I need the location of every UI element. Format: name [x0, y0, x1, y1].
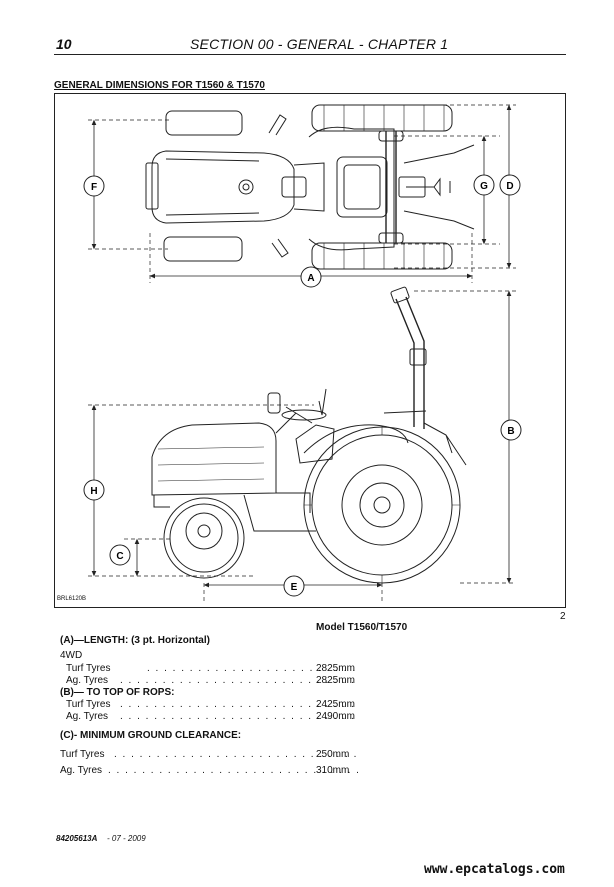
length-title: (A)—LENGTH: (3 pt. Horizontal) — [60, 635, 210, 646]
dimension-label-b: B — [507, 426, 514, 437]
page-number: 10 — [56, 36, 72, 52]
dimension-callout-c: C — [109, 544, 131, 566]
dimension-label-g: G — [480, 181, 488, 192]
dimension-callout-f: F — [83, 175, 105, 197]
document-date: - 07 - 2009 — [107, 834, 146, 843]
spec-row-value: 2825mm — [316, 663, 355, 674]
spec-row-value: 2825mm — [316, 675, 355, 686]
tractor-side-view — [151, 286, 467, 584]
dimension-label-f: F — [91, 182, 97, 193]
dimension-callout-a: A — [300, 266, 322, 288]
spec-row-label: Ag. Tyres — [60, 765, 103, 776]
document-code: 84205613A — [56, 834, 98, 843]
leader-dots: . . . . . . . . . . . . . . . . . . . . … — [147, 663, 357, 674]
spec-row-value: 250mm — [316, 749, 350, 760]
model-header: Model T1560/T1570 — [316, 622, 408, 633]
section-title: SECTION 00 - GENERAL - CHAPTER 1 — [190, 36, 449, 52]
dimension-callout-e: E — [283, 575, 305, 597]
dimension-label-d: D — [506, 181, 513, 192]
tractor-top-view — [145, 104, 475, 270]
spec-row-value: 2490mm — [316, 711, 355, 722]
spec-row-label: Ag. Tyres — [66, 711, 109, 722]
figure-number: 2 — [560, 611, 566, 622]
dimension-callout-g: G — [473, 174, 495, 196]
rops-title: (B)— TO TOP OF ROPS: — [60, 687, 175, 698]
leader-dots: . . . . . . . . . . . . . . . . . . . . … — [120, 699, 356, 710]
length-subtitle: 4WD — [60, 650, 83, 661]
dimension-label-c: C — [116, 551, 123, 562]
dimension-label-a: A — [307, 273, 314, 284]
spec-row-label: Turf Tyres — [66, 699, 111, 710]
spec-row-value: 310mm — [316, 765, 350, 776]
spec-row-value: 2425mm — [316, 699, 355, 710]
dimension-callout-b: B — [500, 419, 522, 441]
header-rule — [54, 54, 566, 55]
leader-dots: . . . . . . . . . . . . . . . . . . . . … — [114, 749, 358, 760]
figure-frame — [54, 93, 566, 608]
leader-dots: . . . . . . . . . . . . . . . . . . . . … — [108, 765, 361, 776]
dimension-label-h: H — [90, 486, 97, 497]
watermark-url: www.epcatalogs.com — [424, 862, 565, 877]
tractor-dimensions-drawing: A B C D E F G H — [83, 104, 522, 601]
dimension-label-e: E — [291, 582, 298, 593]
leader-dots: . . . . . . . . . . . . . . . . . . . . … — [120, 675, 356, 686]
dimension-callout-d: D — [499, 174, 521, 196]
spec-row-label: Ag. Tyres — [66, 675, 109, 686]
leader-dots: . . . . . . . . . . . . . . . . . . . . … — [120, 711, 356, 722]
spec-row-label: Turf Tyres — [66, 663, 111, 674]
figure-code: BRL6120B — [57, 596, 87, 602]
clearance-title: (C)- MINIMUM GROUND CLEARANCE: — [60, 730, 242, 741]
dimension-callout-h: H — [83, 479, 105, 501]
dimensions-heading: GENERAL DIMENSIONS FOR T1560 & T1570 — [54, 80, 265, 91]
spec-row-label: Turf Tyres — [60, 749, 105, 760]
